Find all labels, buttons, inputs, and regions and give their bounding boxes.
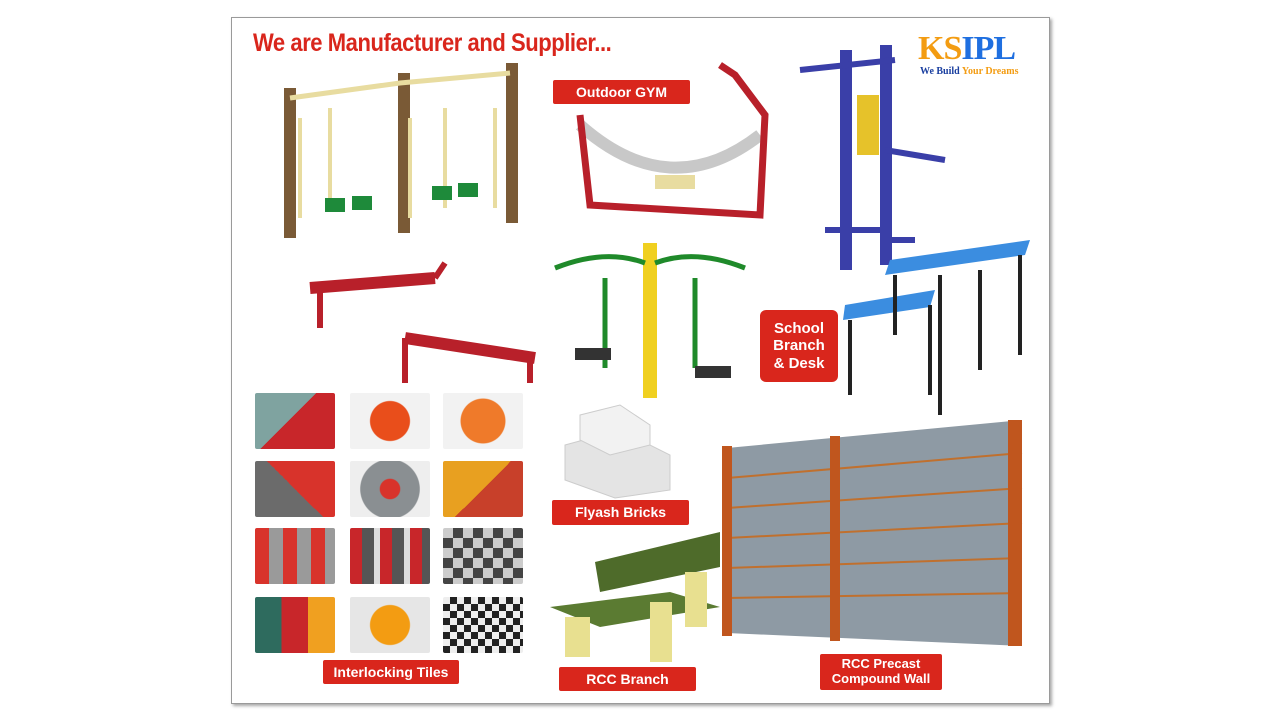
label-rcc-branch: RCC Branch [559, 667, 696, 691]
tile-image [443, 597, 523, 653]
tile-image [350, 393, 430, 449]
tile-image [443, 461, 523, 517]
logo-ks: KS [918, 30, 962, 67]
label-outdoor-gym: Outdoor GYM [553, 80, 690, 104]
logo-tagline-2: Your Dreams [961, 66, 1019, 77]
label-interlocking-tiles: Interlocking Tiles [323, 660, 459, 684]
tile-image [350, 597, 430, 653]
logo-tagline-1: We Build [920, 66, 960, 77]
tile-image [255, 393, 335, 449]
logo-ipl: IPL [961, 30, 1016, 67]
label-line: Compound Wall [831, 671, 931, 686]
school-desk-image [843, 240, 1030, 415]
rcc-bench-image [550, 532, 720, 662]
tile-image [443, 393, 523, 449]
tile-image [255, 597, 335, 653]
tile-image [443, 528, 523, 584]
label-flyash-bricks: Flyash Bricks [552, 500, 689, 525]
cross-trainer-gym-image [554, 243, 746, 398]
tile-image [255, 461, 335, 517]
label-line: Branch [773, 337, 825, 355]
flyash-bricks-image [564, 404, 671, 499]
air-walker-gym-image [284, 63, 518, 238]
label-school-branch-desk: School Branch & Desk [760, 310, 838, 382]
tile-image [350, 461, 430, 517]
label-line: & Desk [773, 354, 825, 372]
multi-station-gym-image [799, 45, 946, 270]
compound-wall-image [722, 420, 1023, 646]
label-rcc-precast-wall: RCC Precast Compound Wall [820, 654, 942, 690]
label-line: RCC Precast [841, 656, 921, 672]
tile-image [350, 528, 430, 584]
label-line: School [773, 320, 824, 338]
ksipl-logo: KSIPL We Build Your Dreams [918, 28, 1030, 80]
swing-gym-image [576, 62, 769, 219]
tile-image [255, 528, 335, 584]
sit-up-bench-image [309, 261, 536, 383]
page-title: We are Manufacturer and Supplier... [253, 29, 612, 57]
